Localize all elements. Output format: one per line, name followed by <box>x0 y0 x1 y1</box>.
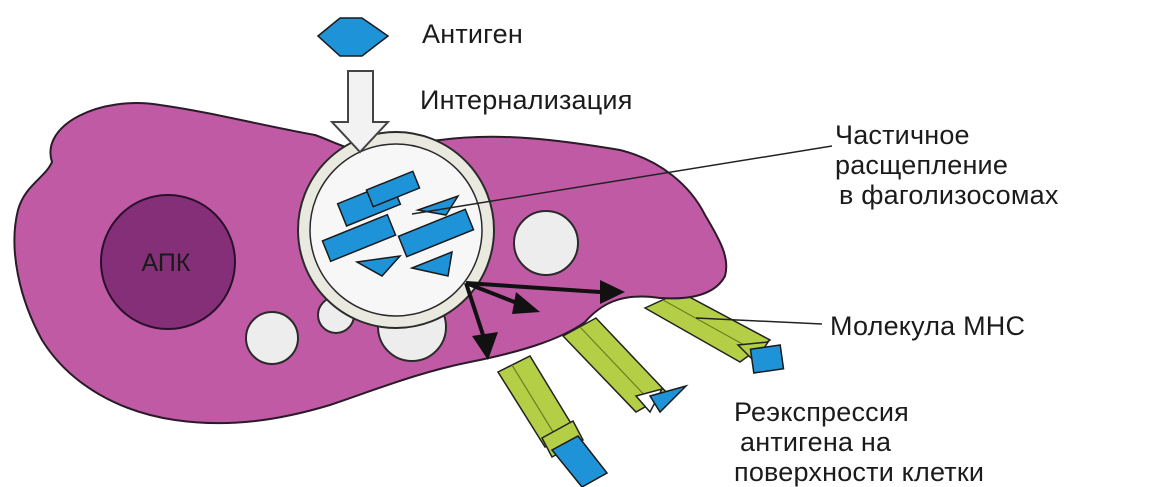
antigen-label: Антиген <box>422 20 523 49</box>
partial-cleavage-label-line1: Частичное <box>835 121 970 150</box>
internalization-label: Интернализация <box>420 86 633 115</box>
partial-cleavage-label-line3: в фаголизосомах <box>839 181 1059 210</box>
presented-antigen-3 <box>750 345 783 373</box>
apc-label: АПК <box>142 249 191 277</box>
mhc-molecule-2 <box>563 318 686 412</box>
vesicle <box>246 312 298 364</box>
mhc-molecule-3 <box>645 292 784 373</box>
reexpression-label-line1: Реэкспрессия <box>734 398 909 427</box>
mhc-molecule-1 <box>498 356 607 487</box>
vesicle <box>514 211 578 275</box>
blue-diamond-icon <box>318 18 388 56</box>
reexpression-label-line3: поверхности клетки <box>734 458 984 487</box>
phagolysosome <box>298 132 494 328</box>
mhc-molecule-label: Молекула МНС <box>830 312 1025 341</box>
partial-cleavage-label-line2: расщепление <box>835 151 1008 180</box>
reexpression-label-line2: антигена на <box>740 428 891 457</box>
